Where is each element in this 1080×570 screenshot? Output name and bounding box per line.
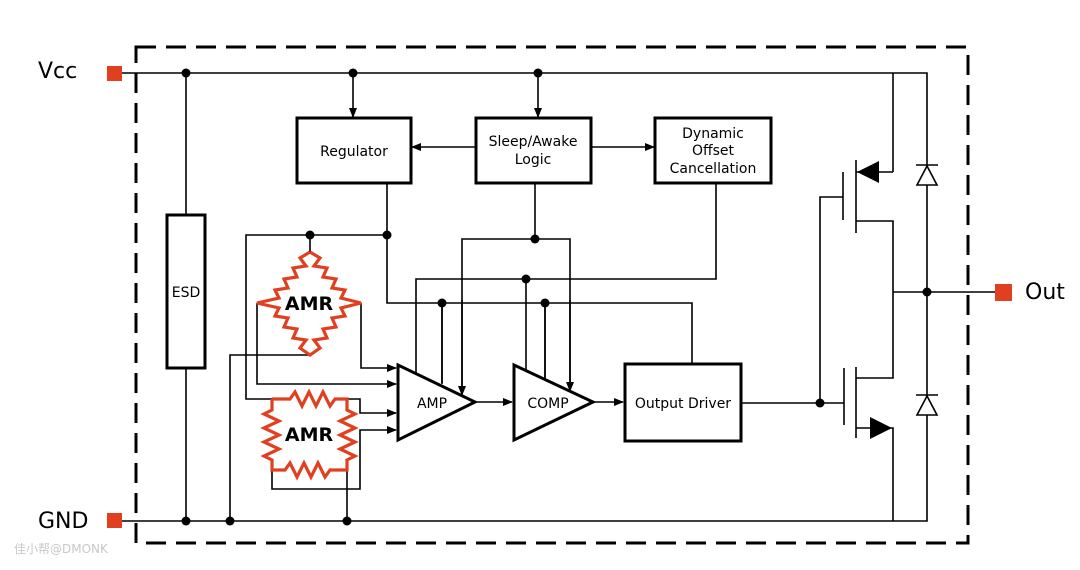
regulator-block [295,116,413,185]
vcc-label: Vcc [38,59,77,84]
comp-label: COMP [527,396,568,412]
sleep-awake-label-1: Sleep/Awake [489,134,578,150]
vcc-pin [107,66,122,81]
amr-bridge-square: AMR [260,388,359,481]
out-pin [995,284,1012,301]
offset-cancellation-block [653,116,773,185]
amr-bottom-label: AMR [285,424,334,446]
diode-upper [915,164,939,186]
offset-label-1: Dynamic [682,126,744,142]
gnd-label: GND [38,509,88,534]
watermark: 佳小帮@DMONK [14,542,109,556]
offset-label-2: Offset [692,143,735,159]
sleep-awake-block [474,116,593,185]
amp-label: AMP [417,396,447,412]
gnd-pin [107,513,122,528]
amr-bridge-diamond: AMR [256,250,362,357]
amp-triangle [396,362,479,443]
chip-boundary [134,45,970,545]
sleep-awake-label-2: Logic [515,152,552,168]
nmos-transistor [843,367,892,439]
out-label: Out [1025,280,1065,305]
comp-triangle [512,362,597,443]
output-driver-block [623,362,743,443]
esd-block [165,213,207,370]
diode-lower [915,394,939,416]
output-driver-label: Output Driver [635,396,731,412]
regulator-label: Regulator [320,144,388,160]
offset-label-3: Cancellation [670,161,757,177]
pmos-transistor [842,160,893,233]
amr-top-label: AMR [285,293,334,315]
esd-label: ESD [172,285,201,301]
